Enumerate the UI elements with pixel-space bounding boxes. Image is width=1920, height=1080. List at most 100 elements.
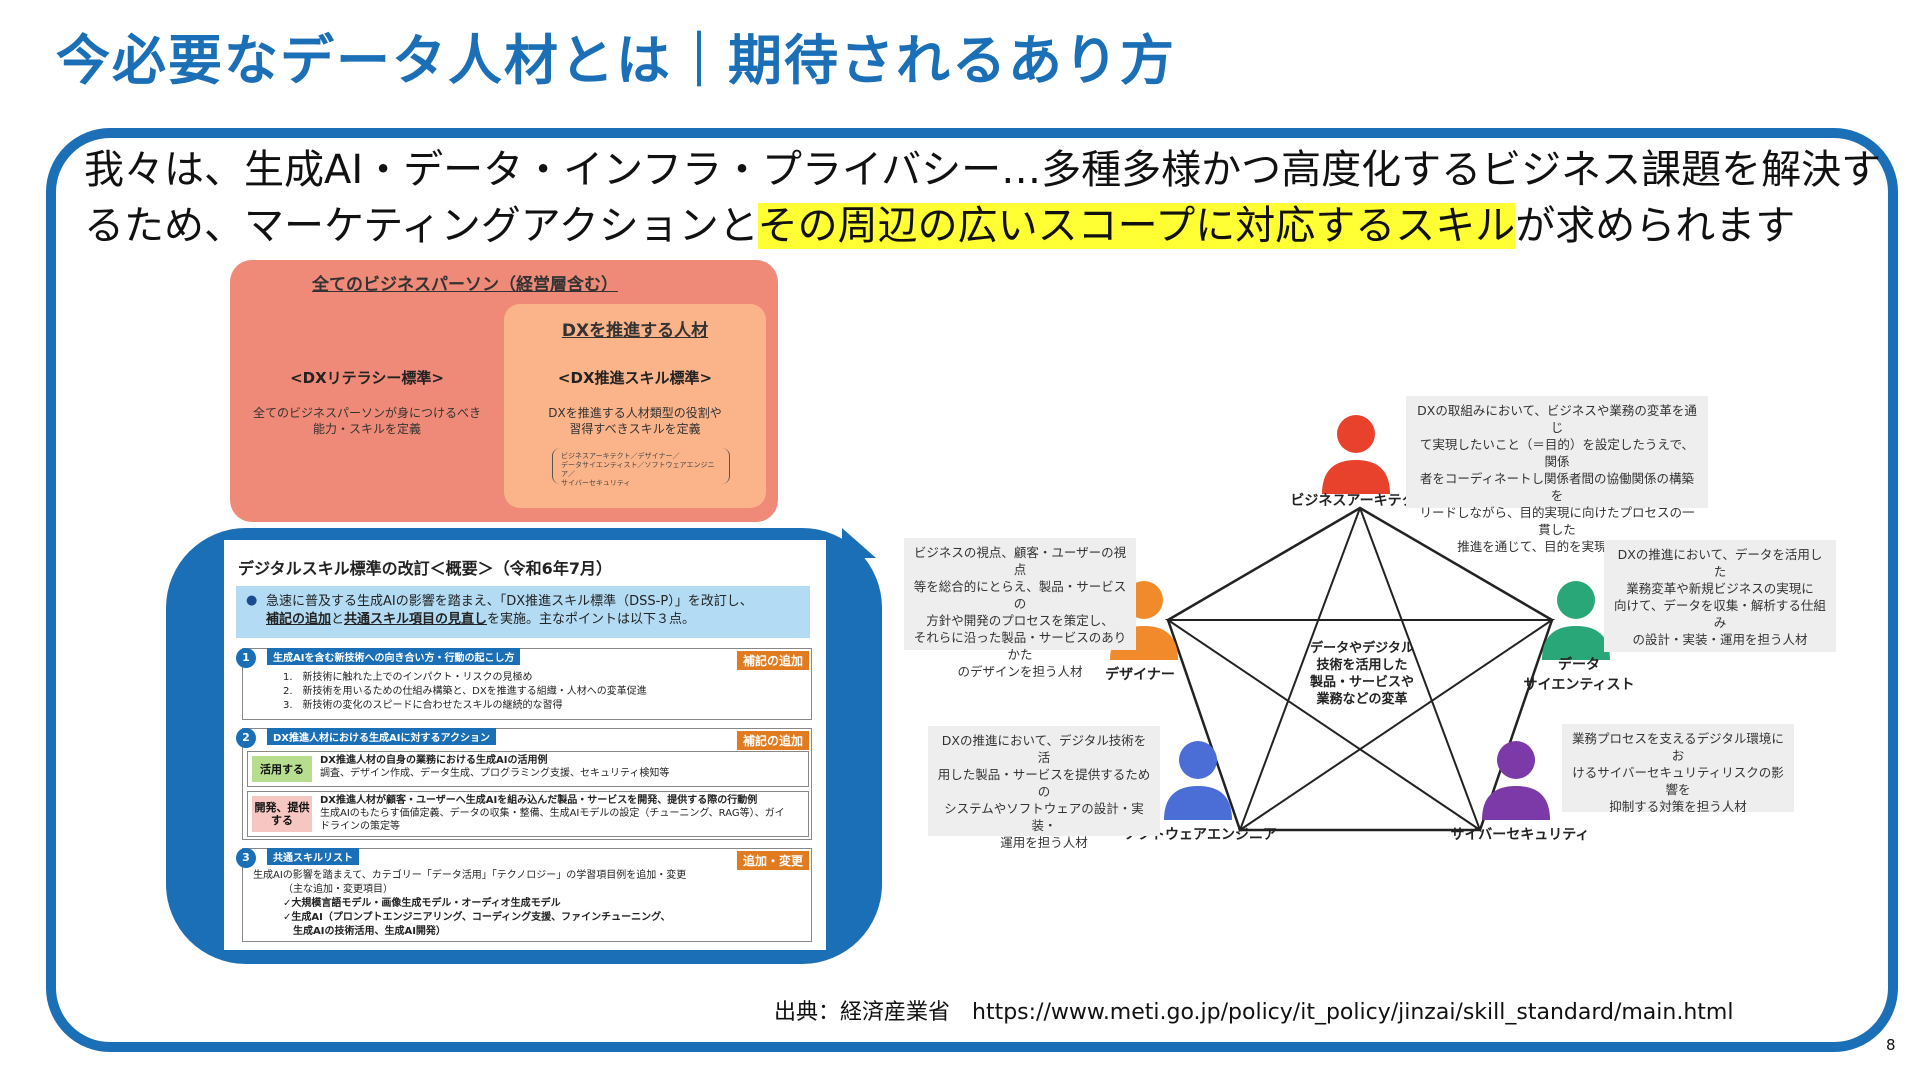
section-number: 3 xyxy=(236,848,256,868)
dx-literacy-desc-line: 全てのビジネスパーソンが身につけるべき xyxy=(252,406,481,420)
designer-description: ビジネスの視点、顧客・ユーザーの視点 等を総合的にとらえ、製品・サービスの 方針… xyxy=(904,538,1136,679)
desc-line: て実現したいこと（＝目的）を設定したうえで、関係 xyxy=(1419,437,1695,469)
desc-line: けるサイバーセキュリティリスクの影響を xyxy=(1572,765,1784,797)
doc-intro-text: と xyxy=(331,612,345,627)
section-item: 3. 新技術の変化のスピードに合わせたスキルの継続的な習得 xyxy=(283,700,563,711)
action-desc: ドラインの策定等 xyxy=(320,821,400,832)
desc-line: 等を総合的にとらえ、製品・サービスの xyxy=(913,579,1127,611)
engineer-description: DXの推進において、デジタル技術を活 用した製品・サービスを提供するための シス… xyxy=(928,726,1160,850)
security-label: サイバーセキュリティ xyxy=(1450,827,1590,843)
doc-intro-text: を実施。主なポイントは以下３点。 xyxy=(487,612,696,627)
dx-literacy-desc: 全てのビジネスパーソンが身につけるべき 能力・スキルを定義 xyxy=(236,405,498,437)
section-tag: 補記の追加 xyxy=(736,651,809,670)
dx-skill-box xyxy=(504,304,766,508)
center-text-line: 製品・サービスや xyxy=(1309,675,1414,690)
desc-line: 方針や開発のプロセスを策定し、 xyxy=(926,613,1114,628)
section-label: DX推進人材における生成AIに対するアクション xyxy=(267,728,496,745)
roles-list-line: ビジネスアーキテクト／デザイナー／ xyxy=(561,452,680,460)
pentagon-center-text: データやデジタル 技術を活用した 製品・サービスや 業務などの変革 xyxy=(1300,640,1424,708)
section-item: ✓大規模言語モデル・画像生成モデル・オーディオ生成モデル xyxy=(283,898,561,909)
action-title: DX推進人材が顧客・ユーザーへ生成AIを組み込んだ製品・サービスを開発、提供する… xyxy=(320,795,758,806)
desc-line: のデザインを担う人材 xyxy=(957,664,1083,679)
dx-skill-desc-line: 習得すべきスキルを定義 xyxy=(569,422,701,436)
scientist-label-line: サイエンティスト xyxy=(1523,677,1635,693)
action-text: DX推進人材が顧客・ユーザーへ生成AIを組み込んだ製品・サービスを開発、提供する… xyxy=(320,794,785,833)
bullet-icon: ● xyxy=(246,593,258,608)
section-number: 2 xyxy=(236,728,256,748)
pentagram-lines xyxy=(1164,507,1556,833)
doc-section-1: 生成AIを含む新技術への向き合い方・行動の起こし方 補記の追加 1. 新技術に触… xyxy=(242,648,812,720)
desc-line: 向けて、データを収集・解析する仕組み xyxy=(1614,598,1826,630)
scientist-person-icon xyxy=(1542,581,1610,660)
roles-list-line: データサイエンティスト／ソフトウェアエンジニア／ xyxy=(561,461,715,478)
doc-intro: ● 急速に普及する生成AIの影響を踏まえ、「DX推進スキル標準（DSS-P）」を… xyxy=(236,586,810,638)
desc-line: 業務プロセスを支えるデジタル環境にお xyxy=(1572,731,1784,763)
slide-title: 今必要なデータ人材とは｜期待されるあり方 xyxy=(56,29,1176,92)
action-label: 活用する xyxy=(252,756,312,782)
dx-literacy-desc-line: 能力・スキルを定義 xyxy=(312,422,421,436)
pentagon-diagram xyxy=(1164,506,1556,833)
pentagon-outline xyxy=(1166,506,1554,832)
section-tag: 補記の追加 xyxy=(736,731,809,750)
section-item: 2. 新技術を用いるための仕組み構築と、DXを推進する組織・人材への変革促進 xyxy=(283,686,647,697)
action-title: DX推進人材の自身の業務における生成AIの活用例 xyxy=(320,755,548,766)
center-text-line: 業務などの変革 xyxy=(1316,692,1408,707)
section-label: 生成AIを含む新技術への向き合い方・行動の起こし方 xyxy=(267,648,521,665)
section-label: 共通スキルリスト xyxy=(267,848,359,865)
desc-line: それらに沿った製品・サービスのありかた xyxy=(913,630,1127,662)
doc-bubble-tail xyxy=(842,528,876,558)
center-text-line: 技術を活用した xyxy=(1316,658,1408,673)
doc-intro-emph: 共通スキル項目の見直し xyxy=(344,612,488,627)
dx-skill-desc: DXを推進する人材類型の役割や 習得すべきスキルを定義 xyxy=(504,405,766,437)
desc-line: 用した製品・サービスを提供するための xyxy=(937,767,1151,799)
desc-line: 抑制する対策を担う人材 xyxy=(1609,799,1747,814)
desc-line: 者をコーディネートし関係者間の協働関係の構築を xyxy=(1419,471,1695,503)
action-desc: 生成AIのもたらす価値定義、データの収集・整備、生成AIモデルの設定（チューニン… xyxy=(320,808,785,819)
section-item: 1. 新技術に触れた上でのインパクト・リスクの見極め xyxy=(283,672,533,683)
desc-line: リードしながら、目的実現に向けたプロセスの一貫した xyxy=(1419,505,1695,537)
action-row-develop: 開発、提供する DX推進人材が顧客・ユーザーへ生成AIを組み込んだ製品・サービス… xyxy=(247,791,809,837)
scientist-label-line: データ xyxy=(1558,657,1600,673)
action-text: DX推進人材の自身の業務における生成AIの活用例 調査、デザイン作成、データ生成… xyxy=(320,754,669,780)
architect-label: ビジネスアーキテクト xyxy=(1290,493,1430,509)
dx-skill-target-title: DXを推進する人材 xyxy=(561,321,709,341)
designer-label: デザイナー xyxy=(1105,667,1175,683)
doc-section-3: 共通スキルリスト 追加・変更 生成AIの影響を踏まえて、カテゴリー「データ活用」… xyxy=(242,848,812,942)
dx-literacy-heading: <DXリテラシー標準> xyxy=(290,369,444,387)
dx-literacy-target-title: 全てのビジネスパーソン（経営層含む） xyxy=(312,275,618,295)
section-item: ✓生成AI（プロンプトエンジニアリング、コーディング支援、ファインチューニング、 xyxy=(283,912,671,923)
scientist-label: データ サイエンティスト xyxy=(1504,654,1654,694)
security-description: 業務プロセスを支えるデジタル環境にお けるサイバーセキュリティリスクの影響を 抑… xyxy=(1562,724,1794,814)
desc-line: 業務変革や新規ビジネスの実現に xyxy=(1626,581,1814,596)
action-label-line: する xyxy=(271,814,293,827)
doc-section-2: DX推進人材における生成AIに対するアクション 補記の追加 活用する DX推進人… xyxy=(242,728,812,840)
desc-line: の設計・実装・運用を担う人材 xyxy=(1632,632,1808,647)
lead-text: 我々は、生成AI・データ・インフラ・プライバシー…多種多様かつ高度化するビジネス… xyxy=(84,142,1894,254)
lead-part-2: が求められます xyxy=(1515,203,1796,249)
action-label: 開発、提供する xyxy=(252,796,312,832)
dx-skill-heading: <DX推進スキル標準> xyxy=(557,369,713,387)
doc-intro-line: 補記の追加と共通スキル項目の見直しを実施。主なポイントは以下３点。 xyxy=(266,611,802,629)
page-number: 8 xyxy=(1886,1036,1896,1054)
desc-line: 運用を担う人材 xyxy=(1000,835,1088,850)
architect-description: DXの取組みにおいて、ビジネスや業務の変革を通じ て実現したいこと（＝目的）を設… xyxy=(1406,396,1708,554)
lead-highlight: その周辺の広いスコープに対応するスキル xyxy=(757,203,1516,249)
action-label-line: 開発、提供 xyxy=(254,801,310,814)
engineer-person-icon xyxy=(1164,741,1232,820)
action-desc: 調査、デザイン作成、データ生成、プログラミング支援、セキュリティ検知等 xyxy=(320,768,670,779)
section-item: 生成AIの影響を踏まえて、カテゴリー「データ活用」「テクノロジー」の学習項目例を… xyxy=(253,870,687,881)
source-citation: 出典：経済産業省 https://www.meti.go.jp/policy/i… xyxy=(774,1000,1734,1025)
lead-part-1: 我々は、生成AI・データ・インフラ・プライバシー…多種多様かつ高度化するビジネス… xyxy=(84,147,1882,249)
doc-intro-line: 急速に普及する生成AIの影響を踏まえ、「DX推進スキル標準（DSS-P）」を改訂… xyxy=(266,594,753,609)
section-items: 1. 新技術に触れた上でのインパクト・リスクの見極め 2. 新技術を用いるための… xyxy=(283,671,647,713)
section-tag: 追加・変更 xyxy=(736,851,809,870)
desc-line: システムやソフトウェアの設計・実装・ xyxy=(944,801,1144,833)
doc-title: デジタルスキル標準の改訂＜概要＞（令和6年7月） xyxy=(238,559,612,578)
section-number: 1 xyxy=(236,648,256,668)
dx-skill-desc-line: DXを推進する人材類型の役割や xyxy=(548,406,722,420)
scientist-description: DXの推進において、データを活用した 業務変革や新規ビジネスの実現に 向けて、デ… xyxy=(1604,540,1836,652)
roles-list-line: サイバーセキュリティ xyxy=(561,479,631,487)
section-items: 生成AIの影響を踏まえて、カテゴリー「データ活用」「テクノロジー」の学習項目例を… xyxy=(253,869,686,939)
engineer-label: ソフトウェアエンジニア xyxy=(1123,827,1277,843)
desc-line: DXの推進において、デジタル技術を活 xyxy=(941,733,1147,765)
